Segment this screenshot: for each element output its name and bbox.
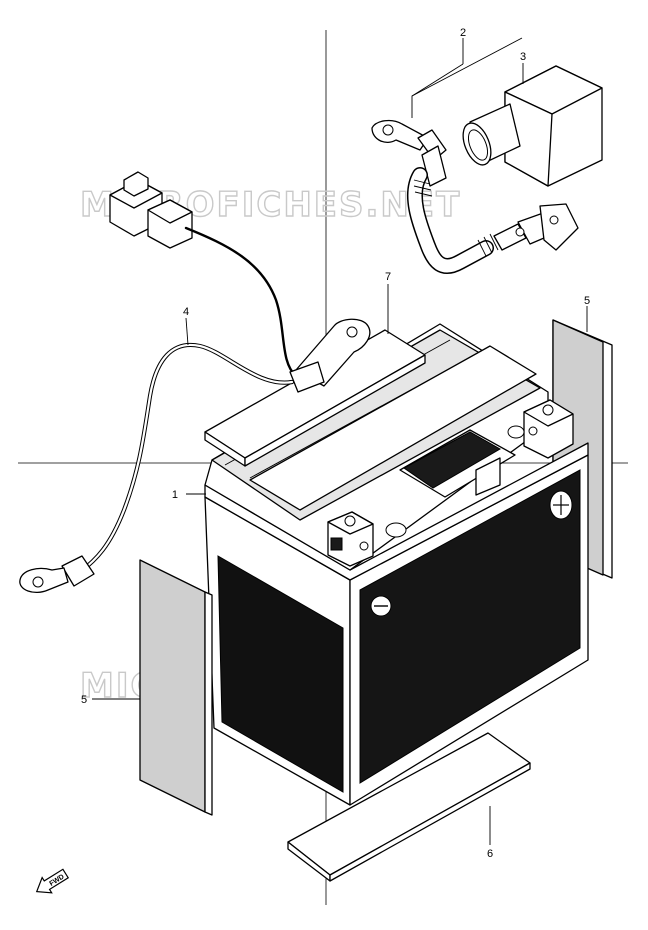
fwd-label: FWD — [48, 873, 65, 887]
callout-1: 1 — [172, 489, 178, 501]
callout-3: 3 — [520, 51, 526, 63]
pad-bottom — [287, 732, 531, 882]
callout-2: 2 — [460, 27, 466, 39]
battery — [204, 323, 589, 806]
callout-5-right: 5 — [584, 295, 590, 307]
fwd-arrow-icon: FWD — [35, 868, 70, 894]
battery-cable — [371, 119, 579, 274]
callout-4: 4 — [183, 306, 189, 318]
lead-wire-assembly — [19, 171, 371, 594]
callout-labels: 1 2 3 4 5 5 6 7 — [81, 27, 590, 860]
callout-7: 7 — [385, 271, 391, 283]
terminal-cover — [462, 65, 603, 187]
callout-6: 6 — [487, 848, 493, 860]
leader-lines — [92, 37, 588, 845]
pad-top — [204, 329, 426, 467]
pad-left — [139, 559, 213, 816]
callout-5-left: 5 — [81, 694, 87, 706]
